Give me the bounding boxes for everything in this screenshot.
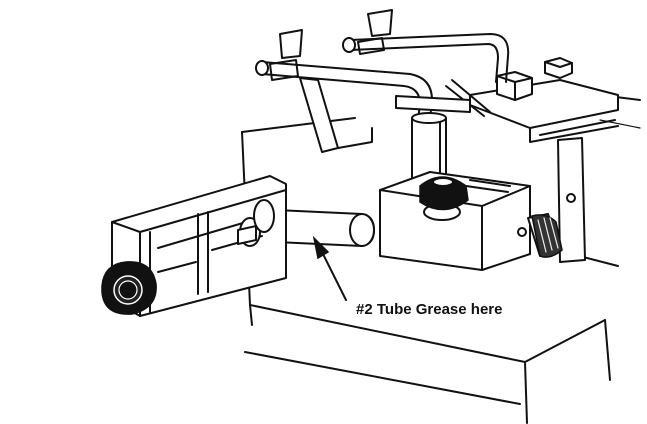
center-block — [379, 171, 531, 271]
hex-nut-icon — [496, 57, 573, 101]
vertical-post — [411, 112, 447, 179]
knurled-knob-icon — [527, 213, 563, 258]
callout-arrow — [312, 235, 347, 301]
base-platform — [241, 94, 641, 424]
callout-label: #2 Tube Grease here — [356, 301, 502, 318]
knurled-knob-icon — [419, 176, 469, 221]
knurled-knob-icon — [101, 261, 157, 315]
toggle-clamp-icon — [255, 9, 510, 153]
